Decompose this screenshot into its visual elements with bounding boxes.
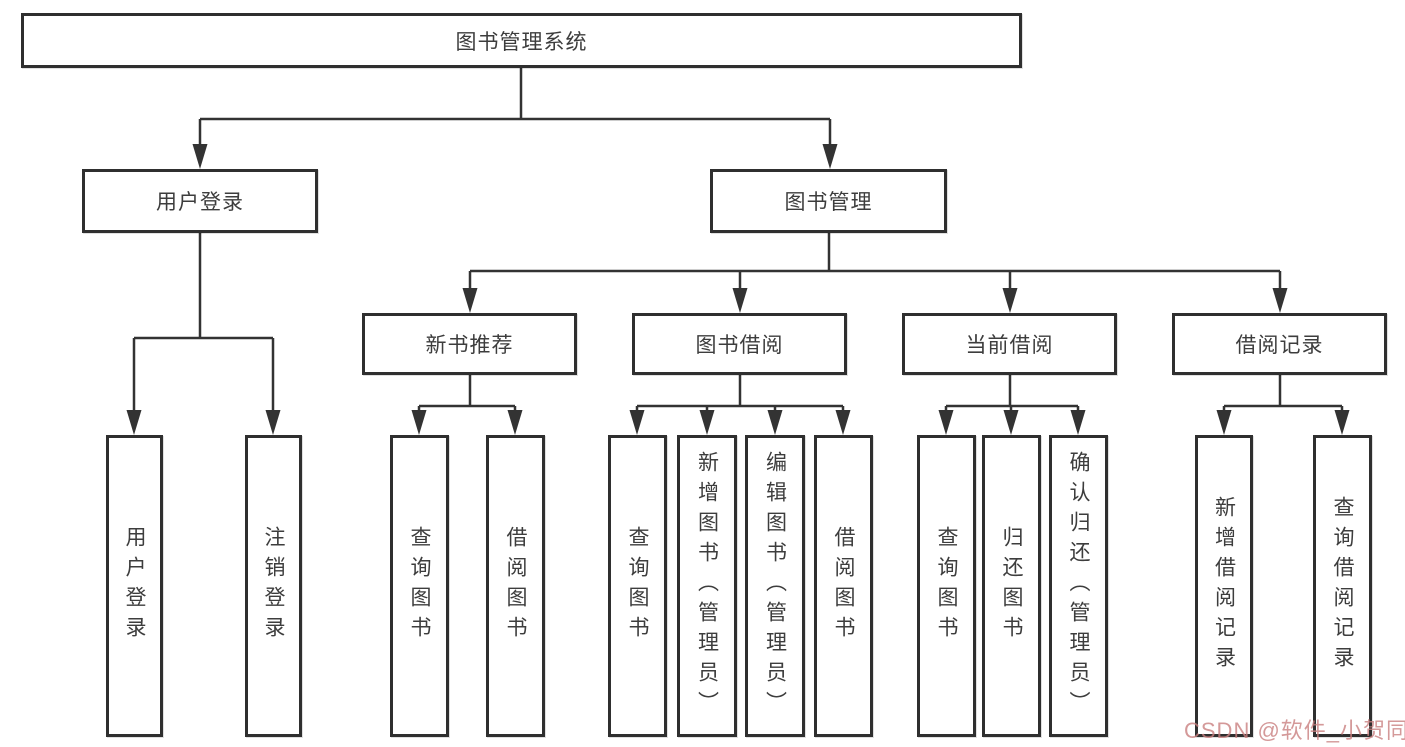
- node-label: 图书管理系统: [455, 30, 588, 54]
- node-label: 查询图书: [935, 526, 958, 646]
- leaf-logout: 注销登录: [245, 435, 302, 737]
- node-label: 确认归还（管理员）: [1067, 451, 1090, 721]
- node-label: 用户登录: [156, 191, 244, 214]
- leaf-confirm-return-admin: 确认归还（管理员）: [1049, 435, 1108, 737]
- node-borrowing-records: 借阅记录: [1172, 313, 1387, 375]
- node-label: 新增图书（管理员）: [695, 451, 719, 721]
- node-library-management-system: 图书管理系统: [21, 13, 1022, 68]
- node-label: 查询图书: [408, 526, 431, 646]
- node-label: 借阅图书: [832, 526, 855, 646]
- leaf-add-books-admin: 新增图书（管理员）: [677, 435, 737, 737]
- node-label: 用户登录: [123, 526, 146, 646]
- node-label: 注销登录: [262, 526, 285, 646]
- node-book-management: 图书管理: [710, 169, 947, 233]
- leaf-add-borrow-record: 新增借阅记录: [1195, 435, 1253, 737]
- node-label: 查询图书: [626, 526, 649, 646]
- node-label: 归还图书: [1000, 526, 1023, 646]
- node-label: 借阅记录: [1235, 334, 1324, 357]
- node-user-login: 用户登录: [82, 169, 318, 233]
- leaf-query-books-current: 查询图书: [917, 435, 976, 737]
- node-label: 图书管理: [784, 191, 873, 214]
- csdn-watermark: CSDN @软件_小贺同学: [1184, 718, 1405, 743]
- node-label: 编辑图书（管理员）: [763, 451, 787, 721]
- node-label: 查询借阅记录: [1331, 496, 1354, 676]
- node-new-book-recommendation: 新书推荐: [362, 313, 577, 375]
- leaf-query-books-borrowing: 查询图书: [608, 435, 667, 737]
- node-book-borrowing: 图书借阅: [632, 313, 847, 375]
- node-label: 图书借阅: [695, 334, 784, 357]
- leaf-return-books: 归还图书: [982, 435, 1041, 737]
- node-label: 当前借阅: [965, 334, 1054, 357]
- node-label: 新增借阅记录: [1212, 496, 1236, 676]
- leaf-edit-books-admin: 编辑图书（管理员）: [745, 435, 805, 737]
- leaf-user-login: 用户登录: [106, 435, 163, 737]
- leaf-query-books-recommend: 查询图书: [390, 435, 449, 737]
- node-label: 新书推荐: [425, 334, 514, 357]
- leaf-borrow-books-recommend: 借阅图书: [486, 435, 545, 737]
- leaf-borrow-books: 借阅图书: [814, 435, 873, 737]
- leaf-query-borrow-record: 查询借阅记录: [1313, 435, 1372, 737]
- node-label: 借阅图书: [504, 526, 527, 646]
- node-current-borrowing: 当前借阅: [902, 313, 1117, 375]
